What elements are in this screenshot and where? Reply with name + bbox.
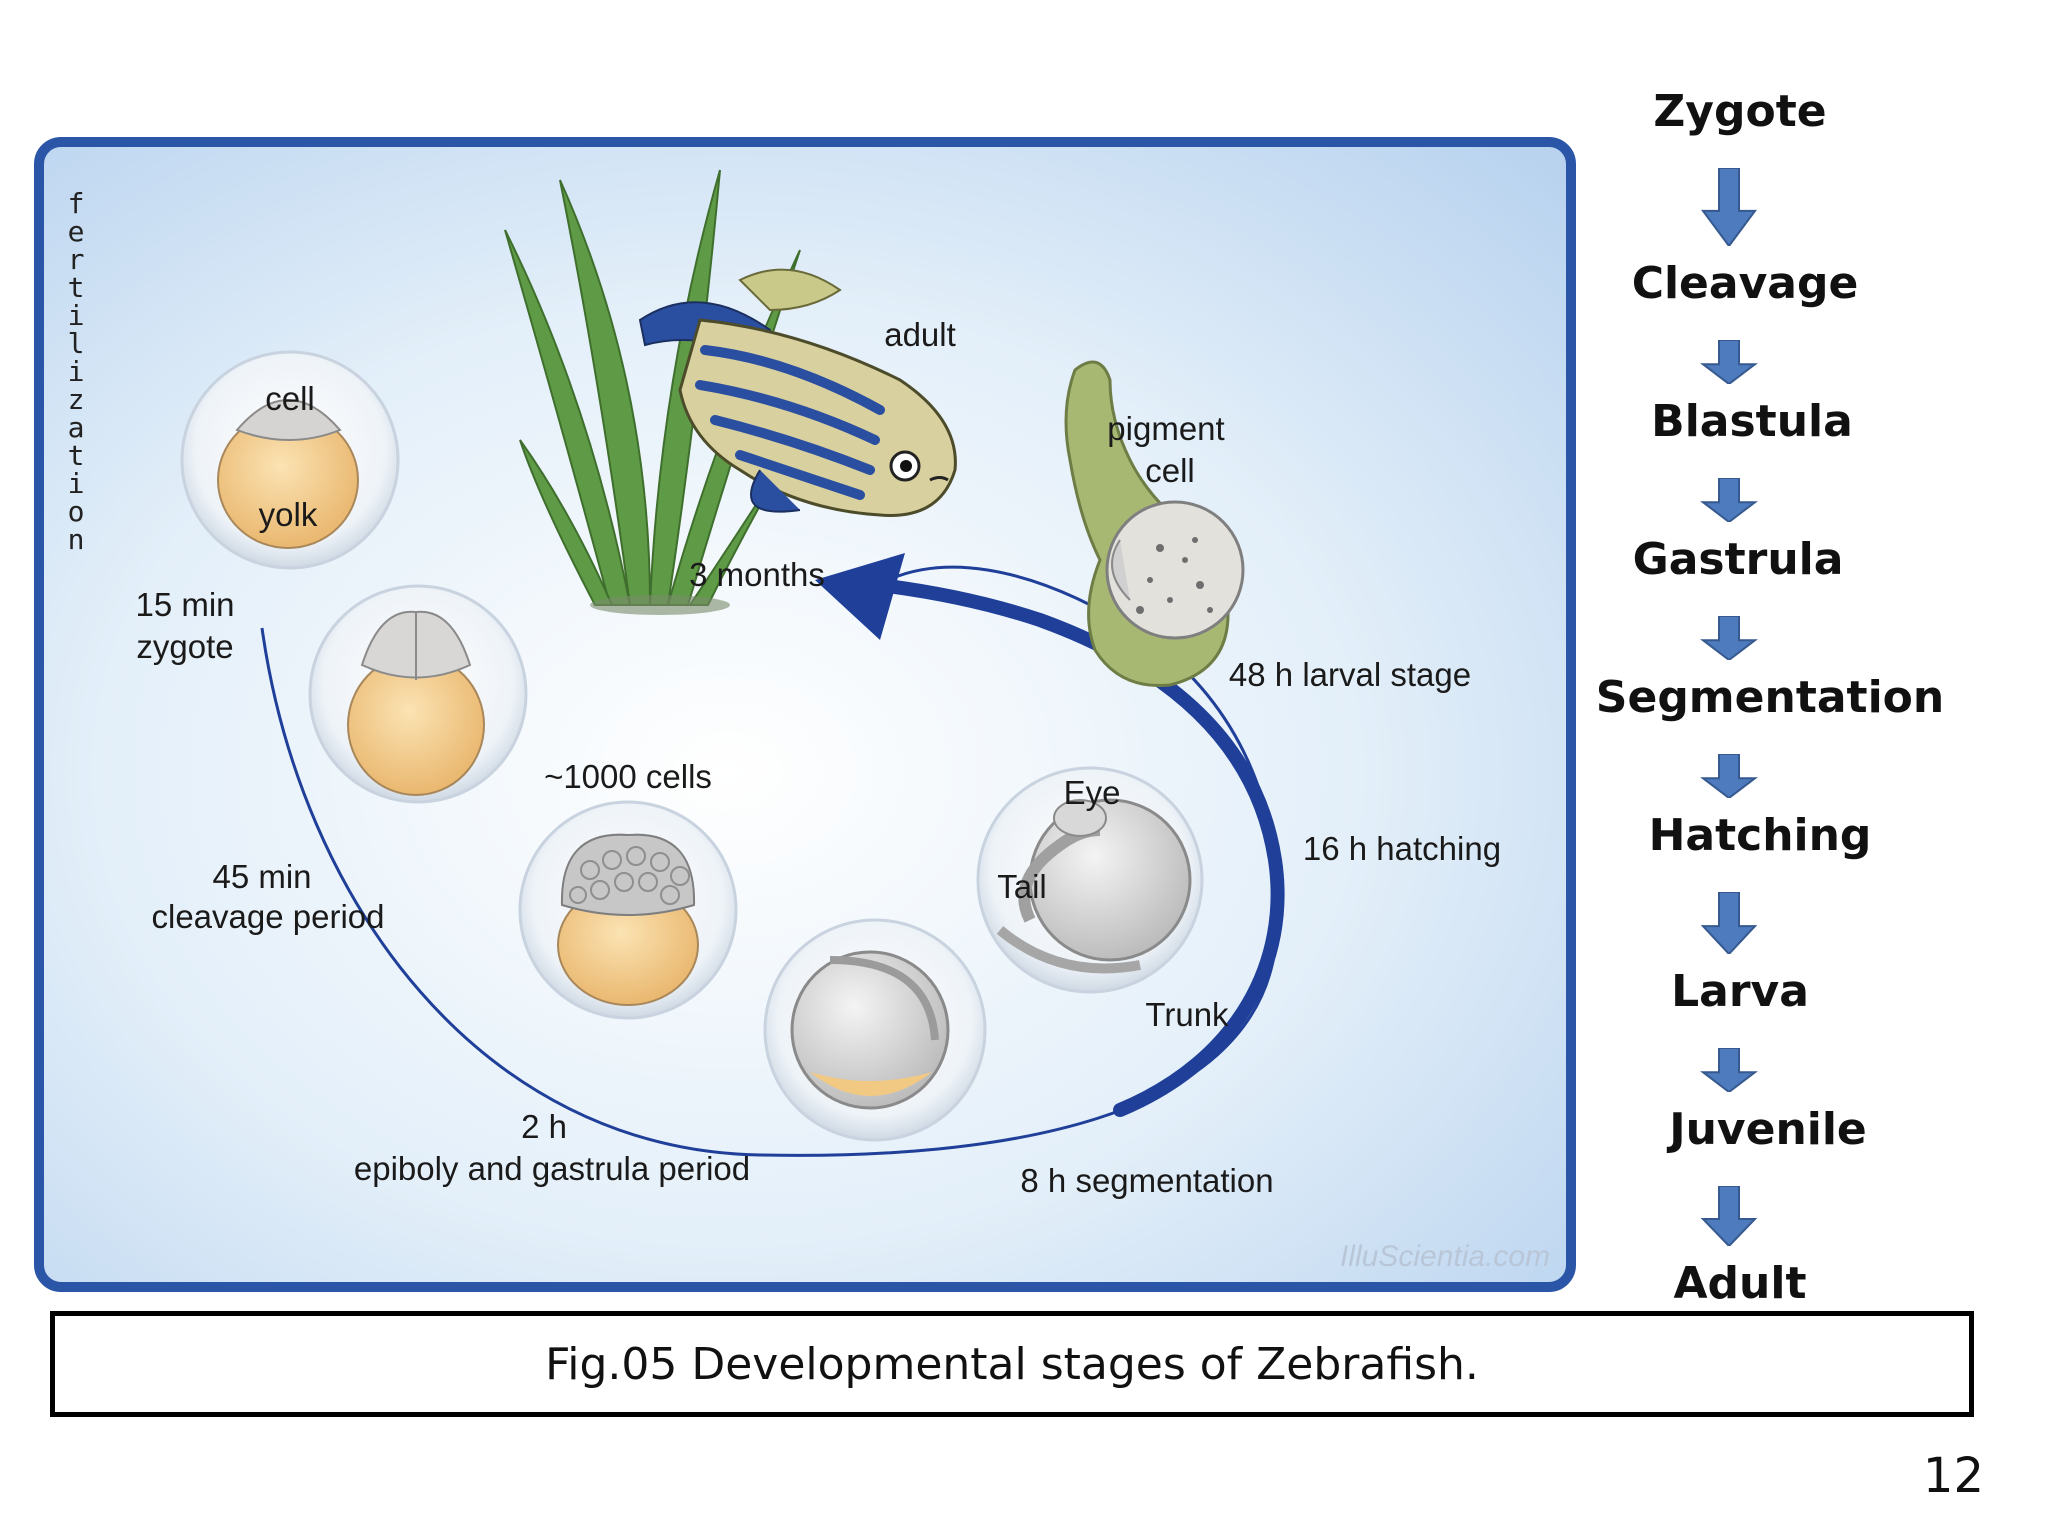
cell-label: cell	[265, 380, 315, 417]
stage-arrow-down-icon	[1700, 616, 1758, 660]
arrow-to-adult	[873, 578, 1285, 1117]
tail-label: Tail	[997, 868, 1047, 905]
egg-blastula	[518, 800, 738, 1020]
stage-label-gastrula: Gastrula	[1632, 534, 1844, 585]
adult-label: adult	[884, 316, 956, 353]
stage-label-juvenile: Juvenile	[1669, 1104, 1867, 1155]
fertilization-label: fertilization	[67, 187, 85, 556]
adult-fish-illustration	[638, 268, 957, 517]
stage-label-cleavage: Cleavage	[1631, 258, 1859, 309]
trunk-label: Trunk	[1145, 996, 1229, 1033]
zygote-time-label: 15 min	[135, 586, 235, 623]
stage-arrow-down-icon	[1701, 168, 1757, 246]
egg-gastrula	[763, 918, 987, 1142]
stage-arrow-down-icon	[1700, 754, 1758, 798]
zygote-label: zygote	[136, 628, 234, 665]
cells-1000-label: ~1000 cells	[544, 758, 712, 795]
eye-label: Eye	[1063, 774, 1121, 811]
stage-arrow-down-icon	[1700, 478, 1758, 522]
stage-arrow-down-icon	[1700, 1048, 1758, 1092]
gastrula-time-label: 2 h	[521, 1108, 567, 1145]
yolk-label: yolk	[258, 496, 318, 533]
larva-illustration	[1064, 360, 1245, 688]
larval-stage-label: 48 h larval stage	[1228, 656, 1472, 693]
stage-arrow-down-icon	[1700, 892, 1758, 954]
cleavage-time-label: 45 min	[212, 858, 312, 895]
stage-label-segmentation: Segmentation	[1595, 672, 1945, 723]
stage-label-hatching: Hatching	[1648, 810, 1872, 861]
arrow-to-adult-head	[815, 553, 905, 640]
segmentation-label: 8 h segmentation	[1020, 1162, 1274, 1199]
cleavage-label: cleavage period	[151, 898, 385, 935]
hatching-label: 16 h hatching	[1302, 830, 1502, 867]
gastrula-label: epiboly and gastrula period	[353, 1150, 751, 1187]
egg-zygote	[180, 350, 400, 570]
stage-arrow-down-icon	[1700, 340, 1758, 384]
watermark: IlluScientia.com	[1340, 1240, 1551, 1273]
stage-label-larva: Larva	[1671, 966, 1809, 1017]
egg-segmentation	[976, 766, 1204, 994]
caption-box: Fig.05 Developmental stages of Zebrafish…	[50, 1311, 1974, 1417]
months-label: 3 months	[689, 556, 825, 593]
stage-label-zygote: Zygote	[1653, 86, 1827, 137]
stage-label-adult: Adult	[1673, 1258, 1807, 1309]
figure-caption: Fig.05 Developmental stages of Zebrafish…	[545, 1338, 1479, 1390]
pigment-label: pigment	[1107, 410, 1225, 447]
grass-shadow	[590, 595, 730, 615]
stage-label-blastula: Blastula	[1651, 396, 1853, 447]
stage-arrow-down-icon	[1700, 1186, 1758, 1246]
diagram-panel	[34, 137, 1576, 1292]
page-number: 12	[1922, 1448, 1984, 1504]
egg-cleavage	[308, 584, 528, 804]
pigment-cell-label: cell	[1145, 452, 1195, 489]
